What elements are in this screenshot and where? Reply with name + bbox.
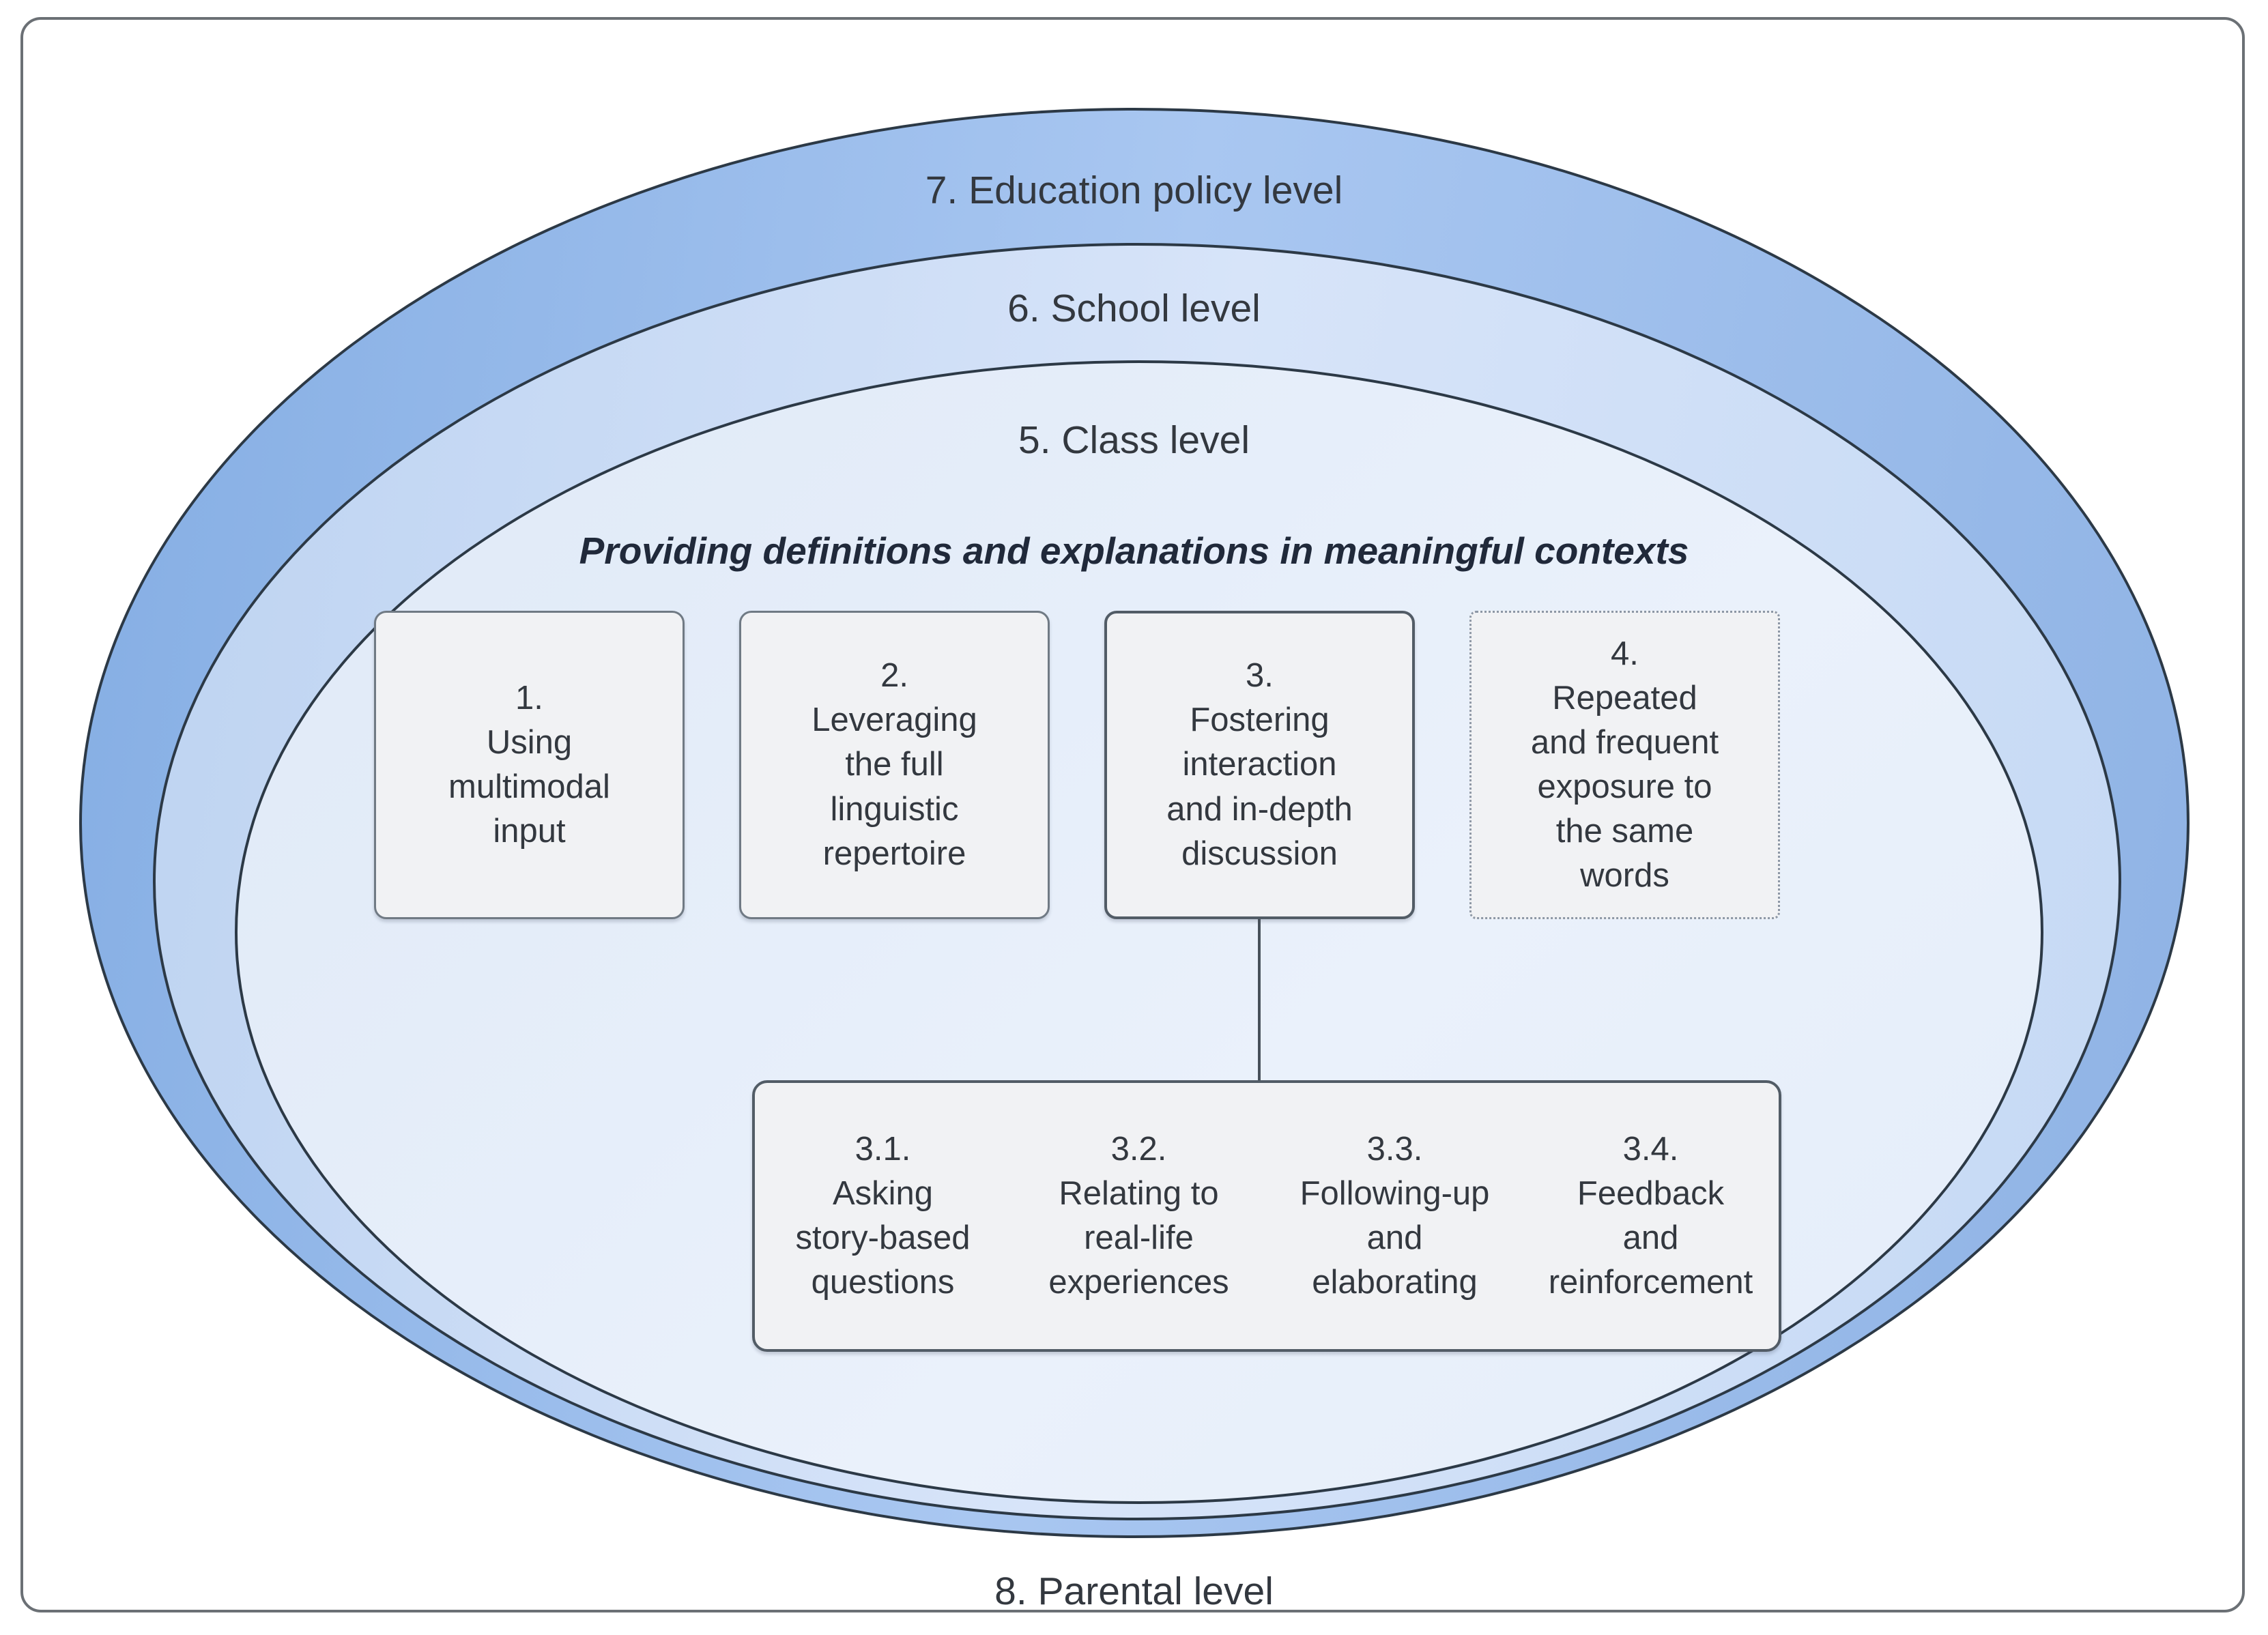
- substrategy-3-3: 3.3. Following-up and elaborating: [1300, 1130, 1490, 1301]
- class-level-heading: Providing definitions and explanations i…: [579, 530, 1689, 572]
- substrategy-3-4: 3.4. Feedback and reinforcement: [1548, 1130, 1753, 1301]
- strategy-box-2: 2. Leveraging the full linguistic repert…: [739, 611, 1050, 919]
- parental-level-label: 8. Parental level: [994, 1569, 1274, 1613]
- school-level-label: 6. School level: [1007, 287, 1261, 330]
- education-policy-level-label: 7. Education policy level: [925, 169, 1343, 212]
- strategy-box-4-dotted: 4. Repeated and frequent exposure to the…: [1469, 611, 1780, 919]
- substrategy-3-1: 3.1. Asking story-based questions: [795, 1130, 971, 1301]
- connector-line-strategy3-to-substrategies: [1258, 919, 1261, 1082]
- class-level-label: 5. Class level: [1018, 418, 1250, 462]
- substrategy-3-2: 3.2. Relating to real-life experiences: [1048, 1130, 1229, 1301]
- substrategies-box: 3.1. Asking story-based questions 3.2. R…: [752, 1080, 1781, 1352]
- strategy-box-1: 1. Using multimodal input: [374, 611, 685, 919]
- strategy-box-3: 3. Fostering interaction and in-depth di…: [1104, 611, 1415, 919]
